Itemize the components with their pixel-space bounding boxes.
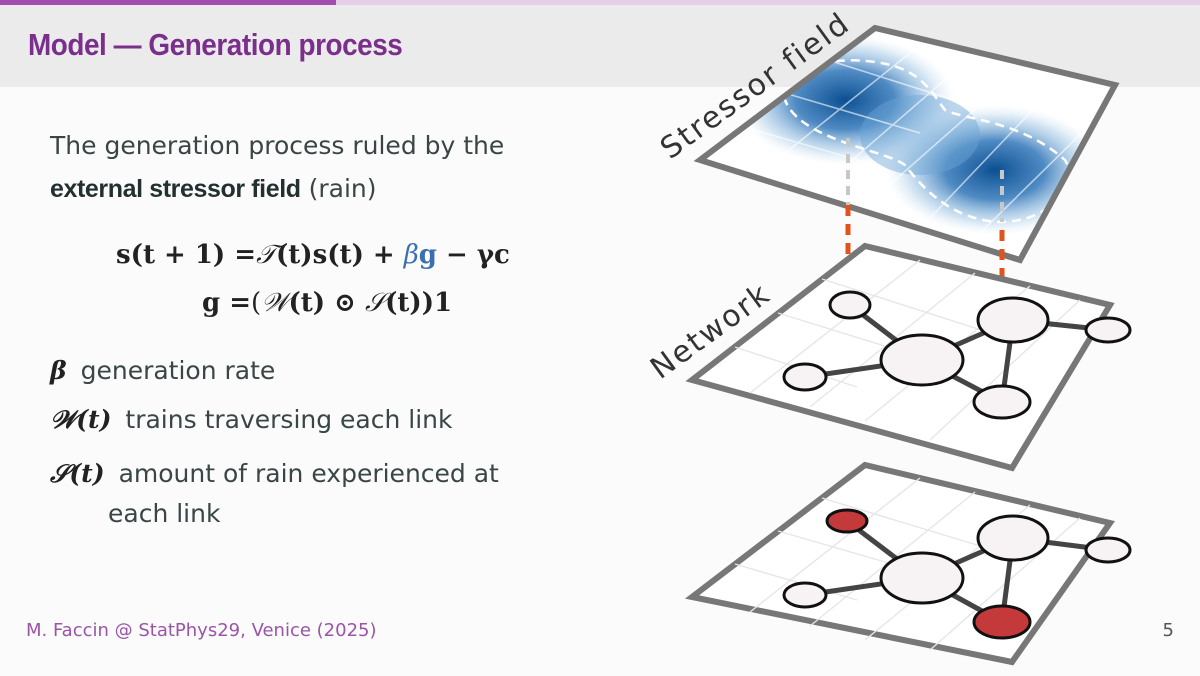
definition-w: 𝒲(t) trains traversing each link xyxy=(50,405,453,435)
eq1-tail: − γc xyxy=(436,240,510,270)
equation-2: g =(𝒲(t) ⊙ 𝒮(t))1 xyxy=(202,288,452,319)
eq2-S: 𝒮 xyxy=(364,288,386,318)
eq2-open: ( xyxy=(251,288,262,318)
eq2-tail: (t))1 xyxy=(385,288,453,318)
slide-title: Model — Generation process xyxy=(28,27,403,62)
network-layer: Network xyxy=(644,242,1132,472)
network-node xyxy=(976,296,1050,344)
intro-line-1: The generation process ruled by the xyxy=(50,131,505,160)
stressor-field-layer: Stressor field xyxy=(654,6,1120,264)
definition-beta: β generation rate xyxy=(50,356,275,385)
definition-symbol: 𝒮(t) xyxy=(50,459,105,488)
definition-symbol: 𝒲(t) xyxy=(50,405,112,434)
eq1-mid: (t)s(t) + xyxy=(276,240,404,270)
stressor-grid xyxy=(743,44,1096,239)
network-node xyxy=(972,384,1032,420)
eq1-T: 𝒯 xyxy=(256,240,276,270)
failure-layer xyxy=(684,461,1132,666)
definition-continuation: each link xyxy=(108,499,221,528)
stressor-plane-border xyxy=(693,24,1120,264)
definition-text: generation rate xyxy=(80,356,276,385)
footer-credit: M. Faccin @ StatPhys29, Venice (2025) xyxy=(26,620,377,641)
field-contour xyxy=(781,59,1071,224)
intro-line-2: external stressor field (rain) xyxy=(50,167,570,211)
rain-blob xyxy=(860,95,980,175)
progress-track xyxy=(0,0,1200,5)
eq1-beta: β xyxy=(403,240,419,270)
network-node xyxy=(828,290,872,320)
definition-text: trains traversing each link xyxy=(125,405,453,434)
title-bar: Model — Generation process xyxy=(0,5,1200,87)
eq1-g: g xyxy=(418,240,437,270)
network-node xyxy=(976,514,1050,562)
definition-s: 𝒮(t) amount of rain experienced at each l… xyxy=(50,454,499,534)
eq2-lhs: g = xyxy=(202,288,252,318)
network-node xyxy=(1084,536,1132,564)
intro-rest: (rain) xyxy=(300,174,377,203)
equation-1: s(t + 1) =𝒯(t)s(t) + βg − γc xyxy=(116,240,510,271)
network-node xyxy=(782,362,828,392)
network-node xyxy=(879,333,965,387)
intro-text: The generation process ruled by the exte… xyxy=(50,124,570,211)
progress-fill xyxy=(0,0,336,5)
failed-node xyxy=(972,604,1032,640)
network-node xyxy=(782,581,828,609)
intro-bold: external stressor field xyxy=(50,175,301,203)
eq2-W: 𝒲 xyxy=(261,288,289,318)
definition-text: amount of rain experienced at xyxy=(118,459,499,488)
page-number: 5 xyxy=(1162,620,1174,641)
definition-symbol: β xyxy=(50,356,67,385)
network-node xyxy=(1084,316,1132,344)
network-node xyxy=(879,551,965,605)
eq2-mid: (t) ⊙ xyxy=(288,288,365,318)
eq1-lhs: s(t + 1) = xyxy=(116,240,257,270)
layer-diagram: Stressor field xyxy=(644,6,1132,666)
failed-node xyxy=(825,508,869,534)
